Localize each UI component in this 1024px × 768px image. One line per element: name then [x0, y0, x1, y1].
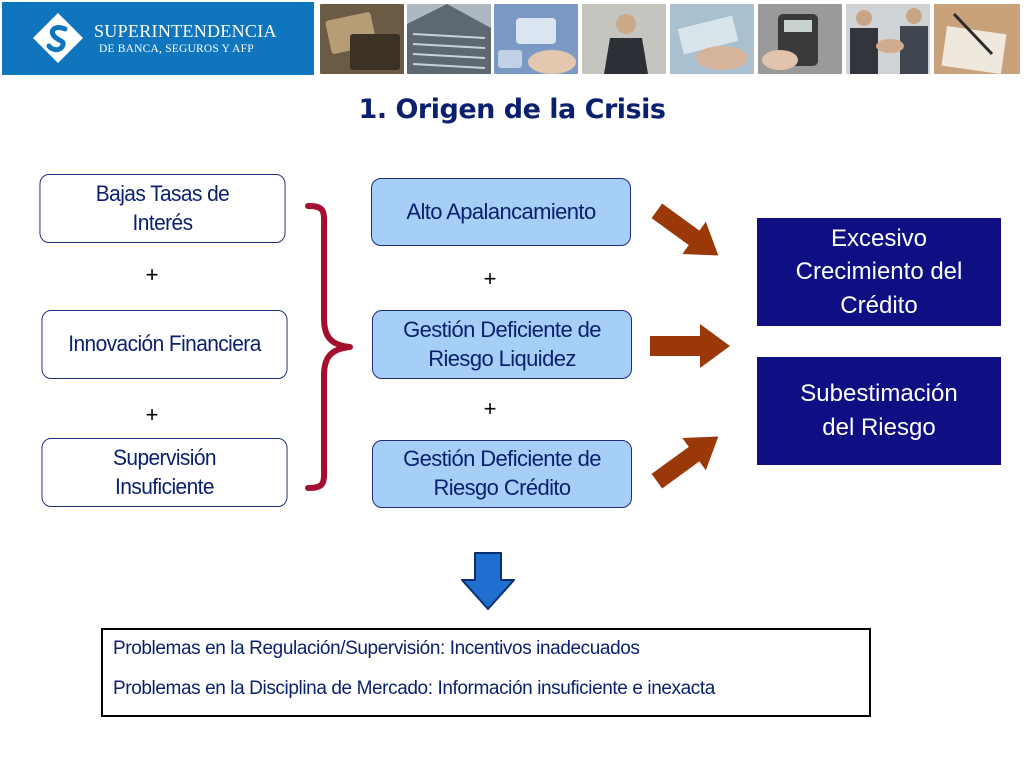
writing-photo	[934, 4, 1020, 74]
credit-card-photo	[320, 4, 404, 74]
middle-text-line: Riesgo Liquidez	[428, 345, 576, 371]
effect-text-line: Crédito	[840, 291, 918, 319]
cause-financial-innovation: Innovación Financiera	[41, 310, 288, 379]
arrow-down-icon	[461, 552, 515, 610]
right-brace-icon	[305, 203, 353, 491]
cause-low-interest-rates: Bajas Tasas de Interés	[39, 174, 286, 243]
logo-diamond-icon	[33, 13, 83, 63]
middle-credit-risk: Gestión Deficiente de Riesgo Crédito	[372, 440, 632, 508]
businessman-photo	[582, 4, 666, 74]
arrow-down-right-icon	[651, 203, 719, 256]
effect-text-line: Crecimiento del	[795, 258, 963, 286]
plus-sign: +	[483, 266, 497, 291]
effect-text-line: Subestimación	[800, 380, 958, 408]
logo-title: SUPERINTENDENCIA	[94, 21, 277, 41]
effect-excessive-credit-growth: Excesivo Crecimiento del Crédito	[757, 218, 1001, 326]
middle-text-line: Riesgo Crédito	[433, 475, 571, 500]
keyboard-enter-photo	[494, 4, 578, 74]
middle-liquidity-risk: Gestión Deficiente de Riesgo Liquidez	[372, 310, 632, 379]
conclusion-box: Problemas en la Regulación/Supervisión: …	[101, 628, 871, 717]
middle-text-line: Gestión Deficiente de	[403, 316, 601, 342]
effect-text-line: del Riesgo	[822, 414, 936, 441]
middle-text-line: Gestión Deficiente de	[403, 446, 601, 472]
slide-title: 1. Origen de la Crisis	[358, 94, 666, 125]
plus-sign: +	[145, 402, 159, 427]
cause-text-line: Insuficiente	[115, 473, 214, 499]
sbs-logo: SUPERINTENDENCIA DE BANCA, SEGUROS Y AFP	[2, 2, 314, 75]
plus-sign: +	[483, 396, 497, 421]
middle-high-leverage: Alto Apalancamiento	[371, 178, 631, 246]
handshake-photo	[846, 4, 930, 74]
cause-text-line: Bajas Tasas de	[95, 180, 230, 206]
cause-text-line: Interés	[132, 209, 193, 235]
arrow-up-right-icon	[651, 436, 719, 489]
effect-risk-underestimation: Subestimación del Riesgo	[757, 357, 1001, 465]
money-hand-photo	[670, 4, 754, 74]
arrow-right-icon	[650, 324, 730, 368]
cause-text-line: Innovación Financiera	[68, 331, 261, 357]
cause-insufficient-supervision: Supervisión Insuficiente	[41, 438, 288, 507]
conclusion-line: Problemas en la Disciplina de Mercado: I…	[113, 678, 715, 699]
conclusion-line: Problemas en la Regulación/Supervisión: …	[113, 638, 640, 659]
middle-text-line: Alto Apalancamiento	[406, 198, 596, 224]
header-banner: SUPERINTENDENCIA DE BANCA, SEGUROS Y AFP	[0, 0, 1024, 78]
effect-text-line: Excesivo	[830, 224, 928, 252]
cause-text-line: Supervisión	[113, 444, 217, 470]
card-terminal-photo	[758, 4, 842, 74]
building-photo	[407, 4, 491, 74]
logo-subtitle: DE BANCA, SEGUROS Y AFP	[99, 43, 254, 55]
plus-sign: +	[145, 262, 159, 287]
